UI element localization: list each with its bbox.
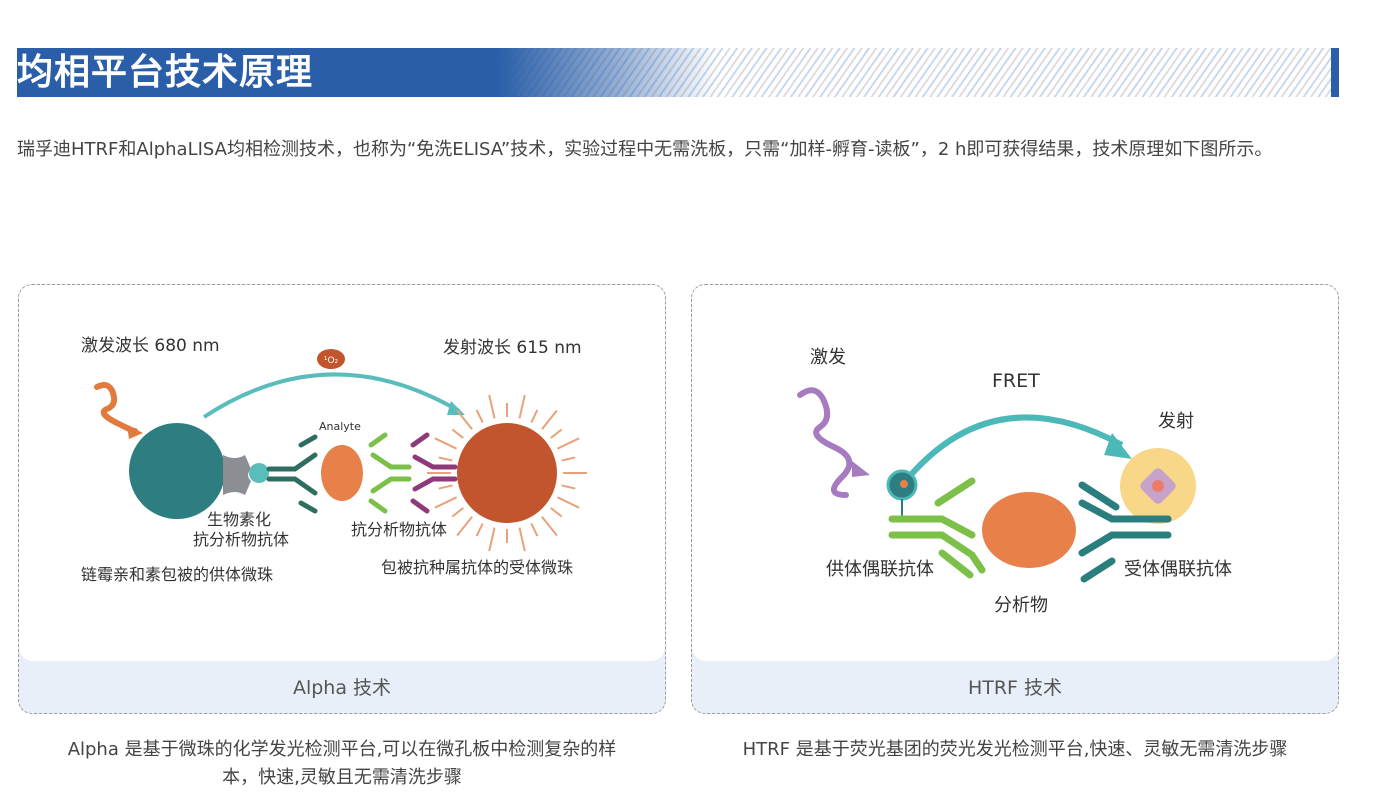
donor-bead-label: 链霉亲和素包被的供体微珠	[81, 565, 273, 584]
biotin-antibody	[266, 434, 318, 514]
section-header: 均相平台技术原理	[17, 48, 1339, 97]
biotin	[249, 463, 269, 483]
emission-ray	[541, 409, 558, 430]
analyte-label: 分析物	[994, 595, 1048, 616]
acceptor-antibody	[1078, 481, 1172, 583]
htrf-caption: HTRF 技术	[967, 677, 1063, 699]
excitation-wave-icon	[94, 382, 139, 435]
alpha-diagram: 激发波长 680 nm 发射波长 615 nm ¹O₂ Analyte	[19, 285, 665, 661]
analyte-shape	[321, 445, 363, 501]
emission-ray	[541, 516, 558, 537]
acceptor-core	[1152, 480, 1164, 492]
streptavidin	[223, 455, 251, 495]
energy-transfer-arrow	[202, 372, 461, 419]
alpha-emission-label: 发射波长 615 nm	[443, 338, 582, 358]
emission-ray	[434, 496, 457, 509]
alpha-caption: Alpha 技术	[292, 677, 392, 699]
emission-ray	[518, 394, 526, 419]
excitation-arrow-head	[852, 461, 870, 477]
emission-ray	[557, 437, 580, 450]
htrf-emission-label: 发射	[1158, 411, 1194, 432]
analyte-label: Analyte	[319, 420, 361, 433]
header-endcap	[1331, 48, 1339, 97]
alpha-card: 激发波长 680 nm 发射波长 615 nm ¹O₂ Analyte	[18, 284, 666, 714]
emission-ray	[451, 507, 464, 518]
emission-ray	[456, 516, 473, 537]
emission-ray	[561, 484, 576, 490]
alpha-description: Alpha 是基于微珠的化学发光检测平台,可以在微孔板中检测复杂的样本，快速,灵…	[67, 739, 617, 788]
arrow-head	[447, 401, 465, 415]
emission-ray	[550, 507, 563, 518]
fret-label: FRET	[992, 370, 1040, 392]
donor-ab-label: 供体偶联抗体	[826, 559, 934, 580]
emission-ray	[557, 496, 580, 509]
fret-arrow	[901, 414, 1124, 485]
htrf-description: HTRF 是基于荧光基团的荧光发光检测平台,快速、灵敏无需清洗步骤	[742, 739, 1288, 760]
excitation-arrow-head	[127, 425, 143, 439]
emission-ray	[530, 523, 539, 537]
emission-ray	[518, 527, 526, 552]
alpha-excitation-label: 激发波长 680 nm	[81, 336, 220, 356]
emission-ray	[550, 428, 563, 439]
singlet-oxygen-badge	[317, 349, 345, 369]
donor-bead	[129, 423, 225, 519]
emission-ray	[438, 484, 453, 490]
biotin-ab-label-1: 生物素化	[207, 510, 271, 529]
anti-analyte-ab-label: 抗分析物抗体	[351, 520, 447, 539]
emission-ray	[488, 527, 496, 552]
emission-rays	[427, 394, 587, 552]
donor-core	[900, 480, 908, 488]
analyte-shape	[982, 492, 1076, 568]
emission-ray	[475, 409, 484, 423]
emission-ray	[451, 428, 464, 439]
htrf-diagram: 激发 FRET 发射 供体偶联抗体 受体偶联抗体 分析物	[692, 285, 1338, 661]
emission-ray	[530, 409, 539, 423]
biotin-ab-label-2: 抗分析物抗体	[193, 530, 289, 549]
htrf-card: 激发 FRET 发射 供体偶联抗体 受体偶联抗体 分析物	[691, 284, 1339, 714]
htrf-excitation-label: 激发	[810, 347, 846, 368]
donor-antibody	[888, 477, 986, 579]
acceptor-ab-label: 受体偶联抗体	[1124, 559, 1232, 580]
emission-ray	[475, 523, 484, 537]
excitation-wave-icon	[797, 387, 853, 498]
emission-ray	[488, 394, 496, 419]
section-title: 均相平台技术原理	[17, 52, 314, 93]
acceptor-bead	[457, 423, 557, 523]
emission-ray	[434, 437, 457, 450]
acceptor-bead-label: 包被抗种属抗体的受体微珠	[381, 558, 573, 577]
fret-arrow-head	[1104, 433, 1132, 459]
emission-ray	[438, 456, 453, 462]
emission-ray	[456, 409, 473, 430]
anti-analyte-antibody	[368, 432, 412, 514]
singlet-oxygen-label: ¹O₂	[324, 356, 339, 366]
intro-text: 瑞孚迪HTRF和AlphaLISA均相检测技术，也称为“免洗ELISA”技术，实…	[17, 139, 1273, 160]
anti-species-antibody	[410, 432, 458, 514]
emission-ray	[561, 456, 576, 462]
